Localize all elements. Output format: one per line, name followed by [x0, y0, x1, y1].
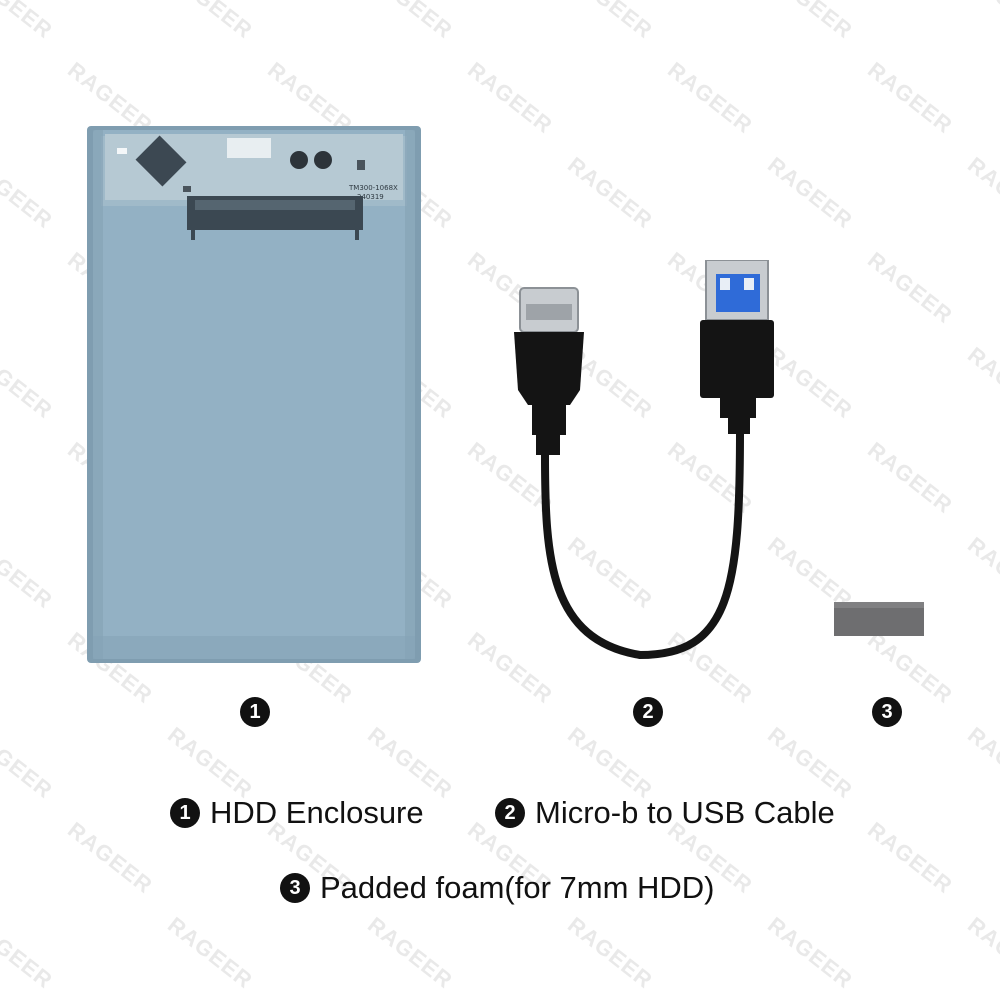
watermark-text: RAGEER	[863, 436, 958, 519]
padded-foam-image	[834, 602, 924, 636]
caption-2-badge: 2	[495, 798, 525, 828]
watermark-text: RAGEER	[563, 151, 658, 234]
watermark-text: RAGEER	[0, 531, 58, 614]
watermark-text: RAGEER	[363, 0, 458, 44]
watermark-text: RAGEER	[963, 341, 1000, 424]
watermark-text: RAGEER	[163, 0, 258, 44]
watermark-text: RAGEER	[0, 911, 58, 994]
watermark-text: RAGEER	[0, 151, 58, 234]
watermark-text: RAGEER	[863, 246, 958, 329]
hdd-enclosure-image: TM300-1068X 240319	[87, 126, 421, 663]
watermark-text: RAGEER	[863, 816, 958, 899]
watermark-text: RAGEER	[963, 151, 1000, 234]
item-1-number-badge: 1	[240, 697, 270, 727]
watermark-text: RAGEER	[0, 0, 58, 44]
watermark-text: RAGEER	[963, 721, 1000, 804]
watermark-text: RAGEER	[563, 721, 658, 804]
caption-1-badge: 1	[170, 798, 200, 828]
caption-foam: 3 Padded foam(for 7mm HDD)	[280, 870, 715, 906]
watermark-text: RAGEER	[363, 721, 458, 804]
watermark-text: RAGEER	[863, 56, 958, 139]
watermark-text: RAGEER	[363, 911, 458, 994]
caption-2-text: Micro-b to USB Cable	[535, 795, 835, 830]
caption-3-text: Padded foam(for 7mm HDD)	[320, 870, 715, 905]
watermark-text: RAGEER	[563, 911, 658, 994]
watermark-text: RAGEER	[963, 911, 1000, 994]
watermark-text: RAGEER	[563, 0, 658, 44]
caption-cable: 2 Micro-b to USB Cable	[495, 795, 835, 831]
item-3-number-badge: 3	[872, 697, 902, 727]
usb-cable-image	[514, 260, 774, 660]
pcb-label-2: 240319	[357, 193, 384, 201]
watermark-text: RAGEER	[663, 56, 758, 139]
caption-3-badge: 3	[280, 873, 310, 903]
watermark-text: RAGEER	[763, 721, 858, 804]
caption-hdd-enclosure: 1 HDD Enclosure	[170, 795, 424, 831]
watermark-text: RAGEER	[0, 341, 58, 424]
pcb-label-1: TM300-1068X	[348, 184, 398, 192]
watermark-text: RAGEER	[763, 0, 858, 44]
watermark-text: RAGEER	[863, 626, 958, 709]
watermark-text: RAGEER	[763, 151, 858, 234]
watermark-text: RAGEER	[0, 721, 58, 804]
watermark-text: RAGEER	[163, 911, 258, 994]
watermark-text: RAGEER	[963, 0, 1000, 44]
watermark-text: RAGEER	[163, 721, 258, 804]
watermark-text: RAGEER	[63, 816, 158, 899]
caption-1-text: HDD Enclosure	[210, 795, 424, 830]
watermark-text: RAGEER	[763, 911, 858, 994]
item-2-number-badge: 2	[633, 697, 663, 727]
watermark-text: RAGEER	[463, 56, 558, 139]
watermark-text: RAGEER	[963, 531, 1000, 614]
